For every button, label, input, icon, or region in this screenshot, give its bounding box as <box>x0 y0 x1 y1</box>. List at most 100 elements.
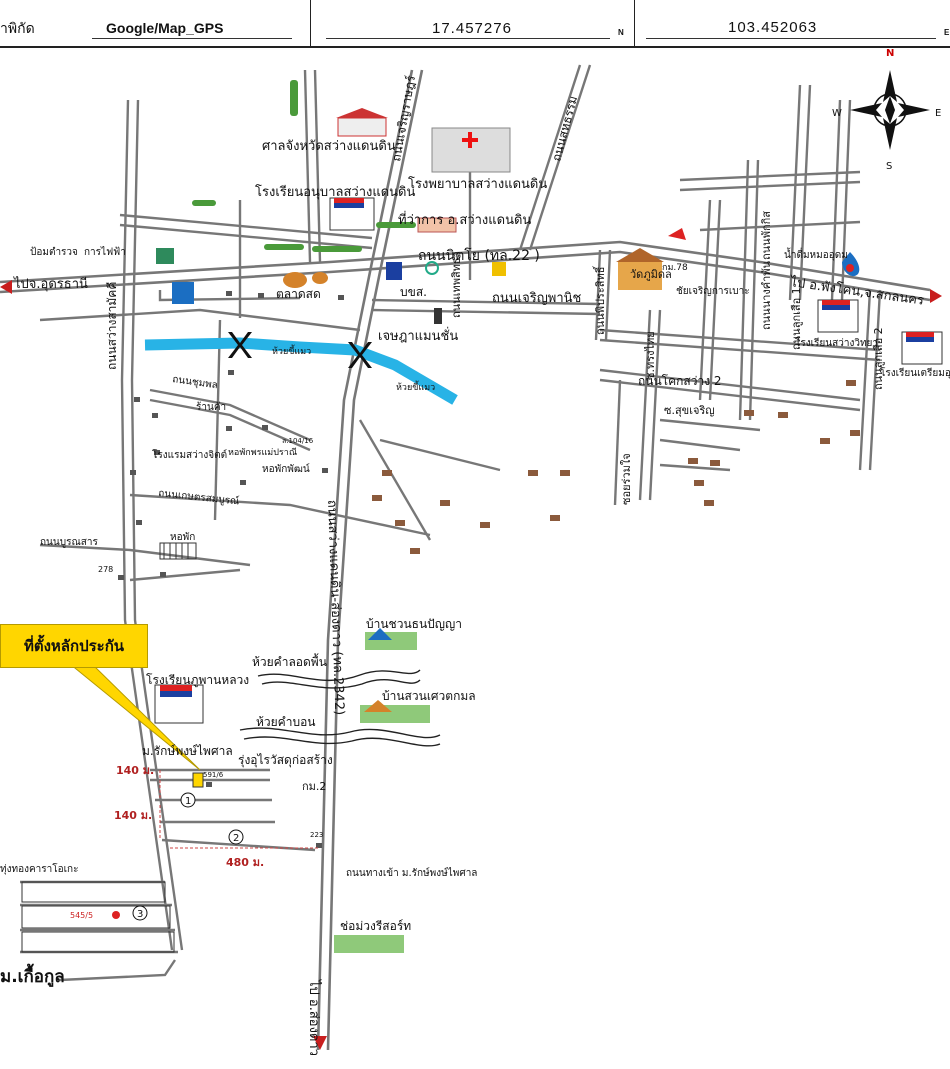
longitude-value: 103.452063 <box>728 19 818 36</box>
marker-dot <box>112 911 120 919</box>
distance-lines <box>159 770 320 849</box>
label-nittayo: ถนนนิตโย (ทล.22 ) <box>418 247 540 264</box>
label-to-song-dao: ไป อ.ส่องดาว <box>306 979 322 1056</box>
label-sahatham: ถนนสหธรรม <box>549 94 580 162</box>
label-km78: กม.78 <box>662 263 688 273</box>
house-markers-brown <box>372 380 860 554</box>
distance-1: 140 ม. <box>116 764 154 777</box>
collateral-callout: ที่ตั้งหลักประกัน <box>0 624 148 668</box>
label-village-chuan: บ้านชวนธนปัญญา <box>366 617 462 631</box>
logo-icon <box>156 248 506 324</box>
label-rung-urai: รุ่งอุไรวัสดุก่อสร้าง <box>238 753 333 768</box>
header-cell-lat: 17.457276 N <box>312 0 635 46</box>
label-dorm: หอพัก <box>170 532 195 543</box>
label-hospital: โรงพยาบาลสว่างแดนดิน <box>408 176 547 192</box>
label-house-104: ล.104/16 <box>282 437 314 445</box>
label-soi-ruamjai: ซอยร่วมใจ <box>620 453 633 505</box>
court-icon <box>336 108 388 137</box>
label-charoen-panit: ถนนเจริญพานิช <box>492 291 582 306</box>
compass-e: E <box>935 108 941 119</box>
label-bks: บขส. <box>400 285 427 299</box>
label-entrance: ถนนทางเข้า ม.รักษ์พงษ์ไพศาล <box>346 867 477 879</box>
label-district-office: ที่ว่าการ อ.สว่างแดนดิน <box>398 211 531 228</box>
label-hotel: โรงแรมสว่างจิตต์ <box>152 448 227 461</box>
label-khok-sawang: ถนนโคกสว่าง 2 <box>638 374 722 388</box>
marker-1: 1 <box>185 796 191 807</box>
southern-creeks <box>239 669 441 747</box>
label-phakkhanem: ถนนพักกิส <box>760 211 773 260</box>
label-chaloem: ถนนลูกเสือ 1 <box>790 287 803 350</box>
header-cell-lon: 103.452063 E <box>636 0 950 46</box>
numbered-markers <box>132 792 244 921</box>
label-house-223: 223 <box>310 831 323 839</box>
market-icon <box>283 272 328 288</box>
label-dokbua: ถนนนางคำพัน <box>760 260 773 330</box>
hospital-icon <box>431 127 511 173</box>
direction-arrows <box>0 280 942 1050</box>
label-kindergarten: โรงเรียนอนุบาลสว่างแดนดิน <box>255 184 415 200</box>
label-store: ชัยเจริญการเบาะ <box>676 286 750 297</box>
label-moo-rak: ม.รักษ์พงษ์ไพศาล <box>142 744 233 758</box>
collateral-lot <box>192 772 204 788</box>
latitude-suffix: N <box>618 28 624 37</box>
label-soi-suk: ซ.สุขเจริญ <box>664 404 715 417</box>
label-village-suan: บ้านสวนเศวตกมล <box>382 689 476 703</box>
school-icon <box>154 197 943 724</box>
label-house-591: 591/6 <box>203 771 224 779</box>
label-kaset: ถนนเกษตรสมบูรณ์ <box>158 487 240 507</box>
subdivision-lots <box>21 881 175 953</box>
marker-2: 2 <box>233 833 239 844</box>
header-cell-source: าพิกัด Google/Map_GPS <box>0 0 311 46</box>
label-market: ตลาดสด <box>276 287 321 301</box>
compass-w: W <box>832 108 842 119</box>
coordinate-source: Google/Map_GPS <box>106 20 224 36</box>
distance-3: 480 ม. <box>226 856 264 869</box>
compass-s: S <box>886 161 892 172</box>
label-dorm-suk: หอพักพรแม่ปราณี <box>228 447 297 458</box>
label-chumphon: ถนนชุมพล <box>172 374 219 391</box>
creek-khi-maeo <box>144 337 458 405</box>
compass-rose <box>850 70 930 150</box>
label-thepsittha: ถนนเทพสิทธา <box>450 251 463 318</box>
label-police: ป้อมตำรวจ <box>30 246 78 258</box>
label-chaloem2: ถนนลูกเสือ 2 <box>872 327 885 390</box>
label-resort: ช่อม่วงรีสอร์ท <box>340 919 411 933</box>
label-km2: กม.2 <box>302 780 326 793</box>
label-prasit: ถนนพิประสิทธิ์ <box>592 265 607 335</box>
dormitory-icon <box>159 542 197 560</box>
bridge-icons <box>228 332 372 368</box>
label-buransan: ถนนบูรณสาร <box>40 537 98 548</box>
road-network <box>0 64 931 1051</box>
label-sawang-samakkhi: ถนนสว่างสามัคคี <box>105 282 119 370</box>
label-electric: การไฟฟ้า <box>84 246 126 258</box>
coordinate-label: าพิกัด <box>0 20 35 36</box>
label-creek-khambon: ห้วยคำบอน <box>256 715 315 729</box>
village-icon <box>334 628 430 953</box>
label-mansion: เจษฎาแมนชั่น <box>378 327 458 344</box>
temple-icon <box>616 248 664 290</box>
coordinate-header: าพิกัด Google/Map_GPS 17.457276 N 103.45… <box>0 0 950 48</box>
label-creek-2: ห้วยขี้แมว <box>396 380 435 393</box>
label-karaoke: ทุ่งทองคาราโอเกะ <box>0 862 78 875</box>
distance-2: 140 ม. <box>114 809 152 822</box>
label-school-wittaya: โรงเรียนสว่างวิทยา <box>795 336 878 349</box>
label-shop: ร้านค้า <box>196 401 226 413</box>
label-house-545: 545/5 <box>70 911 93 920</box>
longitude-suffix: E <box>944 28 950 37</box>
ptt-icon <box>842 252 860 277</box>
label-creek-1: ห้วยขี้แมว <box>272 344 311 357</box>
label-wat: วัดภูมิดล <box>630 268 672 281</box>
label-house-278: 278 <box>98 565 113 574</box>
label-dorm-phat: หอพักพัฒน์ <box>262 463 310 475</box>
building-markers <box>118 291 344 848</box>
label-court: ศาลจังหวัดสว่างแดนดิน <box>262 139 396 154</box>
label-charoen-rat: ถนนเจริญราษฎร์ <box>389 74 418 163</box>
district-office-icon <box>417 217 457 233</box>
label-to-udon: ไปจ.อุดรธานี <box>13 276 88 292</box>
tree-icon <box>192 80 416 252</box>
compass-n: N <box>886 48 894 59</box>
honda-icon <box>668 228 686 240</box>
label-school-triam: โรงเรียนเตรียมอุดม <box>880 366 950 379</box>
marker-3: 3 <box>137 909 143 920</box>
